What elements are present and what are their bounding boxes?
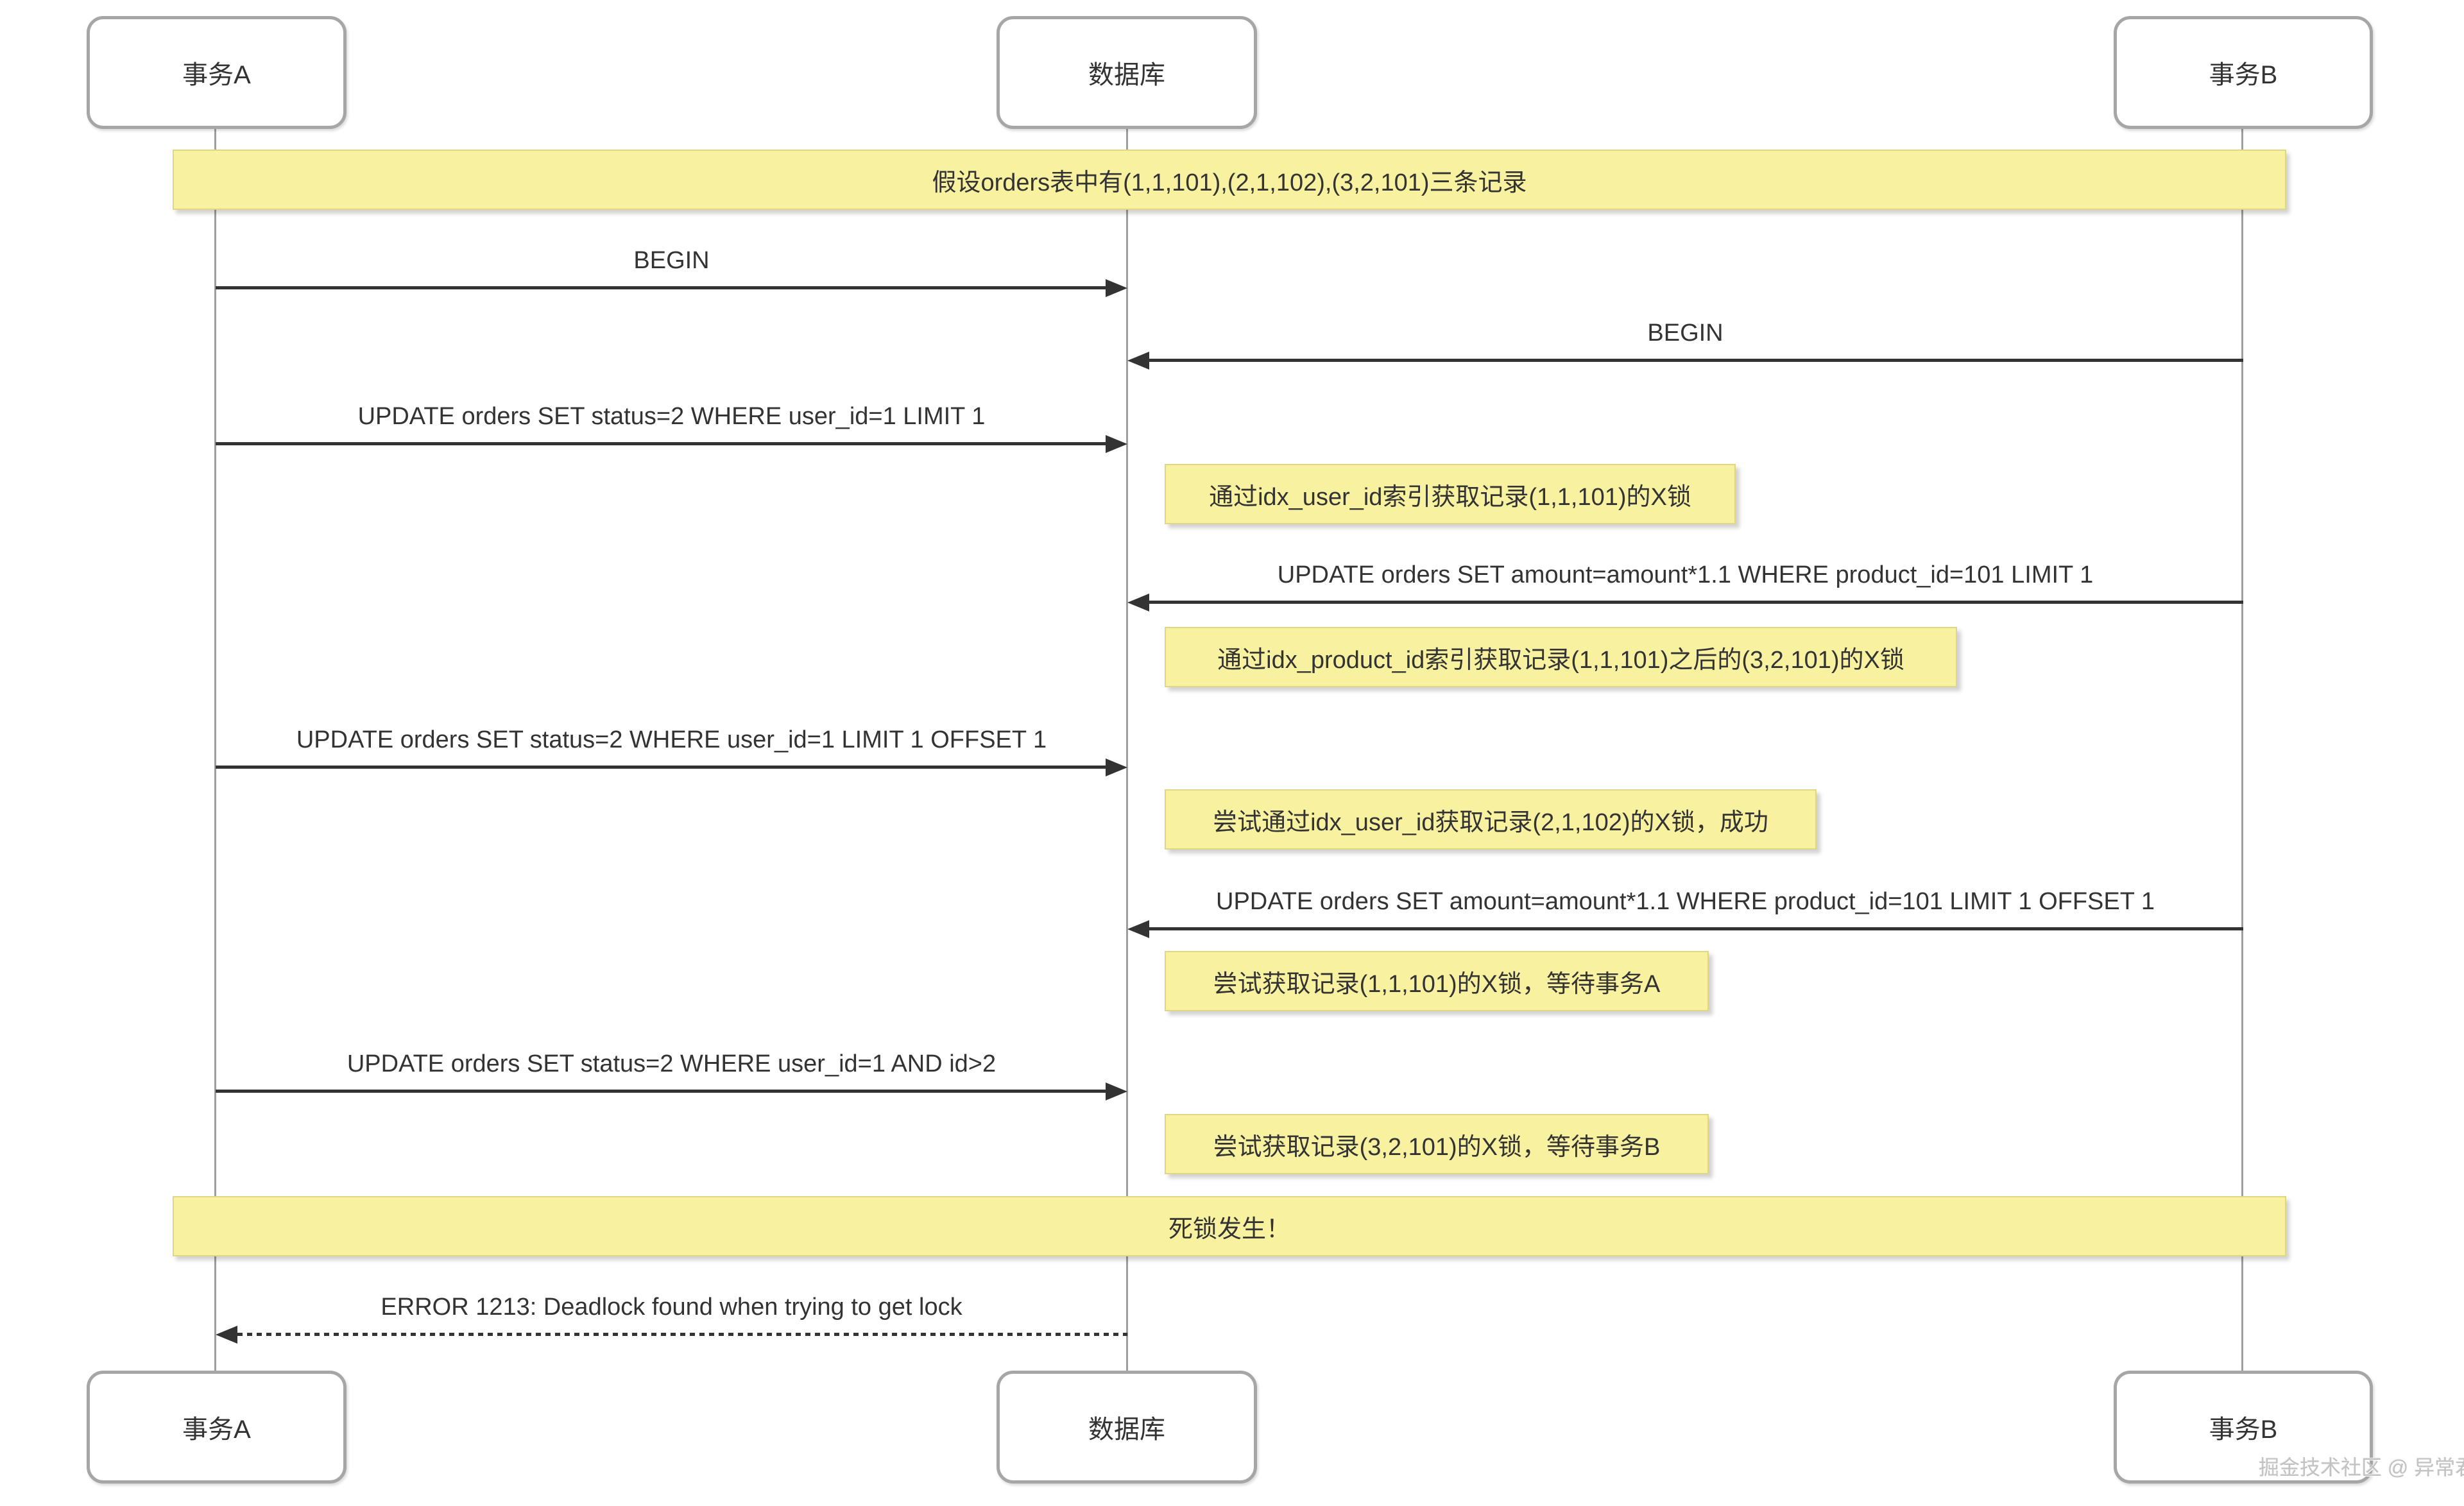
lifeline-transaction-b — [2241, 129, 2243, 1371]
message-label: BEGIN — [633, 247, 710, 274]
participant-label: 事务B — [2209, 61, 2278, 89]
note: 通过idx_user_id索引获取记录(1,1,101)的X锁 — [1165, 464, 1736, 524]
banner-text: 假设orders表中有(1,1,101),(2,1,102),(3,2,101)… — [932, 169, 1527, 196]
note-text: 通过idx_product_id索引获取记录(1,1,101)之后的(3,2,1… — [1217, 646, 1904, 674]
participant-box-transaction-b-top: 事务B — [2114, 16, 2373, 129]
note: 尝试获取记录(1,1,101)的X锁，等待事务A — [1165, 951, 1709, 1011]
arrowhead-left — [1127, 594, 1149, 612]
banner-text: 死锁发生！ — [1168, 1215, 1290, 1243]
message-arrow — [1149, 927, 2243, 930]
participant-label: 事务B — [2209, 1416, 2278, 1444]
participant-label: 事务A — [182, 1416, 251, 1444]
arrowhead-left — [1127, 920, 1149, 938]
arrowhead-right — [1106, 758, 1127, 776]
banner-note: 死锁发生！ — [173, 1196, 2286, 1256]
message-arrow — [1149, 359, 2243, 362]
arrowhead-right — [1106, 435, 1127, 453]
message-arrow — [216, 286, 1106, 289]
participant-box-transaction-b-bottom: 事务B — [2114, 1371, 2373, 1484]
note-text: 通过idx_user_id索引获取记录(1,1,101)的X锁 — [1209, 483, 1691, 511]
watermark: 掘金技术社区 @ 异常君 — [2259, 1456, 2464, 1479]
participant-label: 数据库 — [1088, 61, 1165, 89]
arrowhead-right — [1106, 279, 1127, 297]
note: 尝试获取记录(3,2,101)的X锁，等待事务B — [1165, 1114, 1709, 1174]
message-label: ERROR 1213: Deadlock found when trying t… — [381, 1294, 963, 1321]
note-text: 尝试获取记录(3,2,101)的X锁，等待事务B — [1213, 1133, 1661, 1161]
arrowhead-left — [216, 1326, 237, 1344]
banner-note: 假设orders表中有(1,1,101),(2,1,102),(3,2,101)… — [173, 150, 2286, 210]
participant-box-transaction-a-top: 事务A — [87, 16, 346, 129]
note: 通过idx_product_id索引获取记录(1,1,101)之后的(3,2,1… — [1165, 627, 1957, 687]
message-label: UPDATE orders SET status=2 WHERE user_id… — [357, 403, 986, 430]
message-label: UPDATE orders SET status=2 WHERE user_id… — [296, 726, 1047, 753]
note: 尝试通过idx_user_id获取记录(2,1,102)的X锁，成功 — [1165, 789, 1817, 850]
message-label: UPDATE orders SET status=2 WHERE user_id… — [346, 1050, 997, 1077]
lifeline-transaction-a — [214, 129, 216, 1371]
arrowhead-right — [1106, 1082, 1127, 1100]
participant-label: 数据库 — [1088, 1416, 1165, 1444]
arrowhead-left — [1127, 352, 1149, 370]
lifeline-database — [1126, 129, 1128, 1371]
message-label: BEGIN — [1647, 320, 1724, 347]
participant-box-database-bottom: 数据库 — [997, 1371, 1257, 1484]
participant-box-database-top: 数据库 — [997, 16, 1257, 129]
participant-label: 事务A — [182, 61, 251, 89]
message-label: UPDATE orders SET amount=amount*1.1 WHER… — [1216, 888, 2155, 915]
message-arrow — [216, 1090, 1106, 1093]
message-arrow-dashed — [237, 1333, 1127, 1336]
note-text: 尝试通过idx_user_id获取记录(2,1,102)的X锁，成功 — [1213, 809, 1768, 836]
message-arrow — [216, 766, 1106, 769]
message-label: UPDATE orders SET amount=amount*1.1 WHER… — [1277, 561, 2094, 588]
message-arrow — [1149, 601, 2243, 604]
note-text: 尝试获取记录(1,1,101)的X锁，等待事务A — [1213, 970, 1661, 998]
participant-box-transaction-a-bottom: 事务A — [87, 1371, 346, 1484]
message-arrow — [216, 442, 1106, 445]
